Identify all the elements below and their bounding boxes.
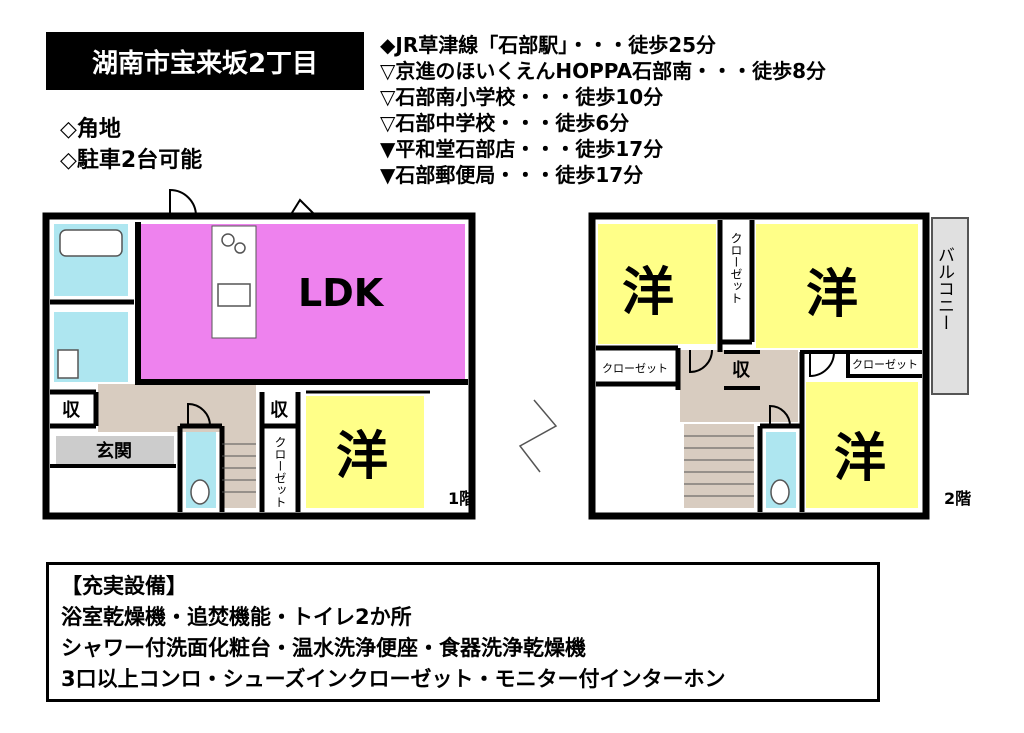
storage-label-2: 収 <box>270 400 289 421</box>
stove-icon <box>221 233 235 247</box>
closet-label-2f-1: クローゼット <box>602 362 668 375</box>
sink-icon <box>217 283 251 307</box>
toilet-icon <box>770 479 790 505</box>
western-room-label: 洋 <box>336 427 388 487</box>
page-title: 湖南市宝来坂2丁目 <box>46 32 364 90</box>
western-room-2f-2-label: 洋 <box>806 265 858 325</box>
access-item: ◆JR草津線「石部駅」・・・徒歩25分 <box>380 33 717 57</box>
access-list: ◆JR草津線「石部駅」・・・徒歩25分 ▽京進のほいくえんHOPPA石部南・・・… <box>380 32 826 188</box>
storage-label-1: 収 <box>62 400 81 421</box>
floor2-plan: 洋 洋 洋 クローゼット クローゼット クローゼット 収 バルコニー 2階 <box>588 212 971 520</box>
access-item: ▽京進のほいくえんHOPPA石部南・・・徒歩8分 <box>380 59 826 83</box>
stairs-1f <box>222 432 256 508</box>
bathtub <box>59 229 123 257</box>
floor1-label: 1階 <box>448 489 475 508</box>
ldk-label: LDK <box>298 271 385 315</box>
stairs-2f <box>684 424 754 508</box>
storage-label-2f: 収 <box>732 360 751 381</box>
ldk-room <box>140 224 465 382</box>
access-item: ▼石部郵便局・・・徒歩17分 <box>380 163 644 187</box>
entrance-label: 玄関 <box>96 440 132 462</box>
western-room-2f-1-label: 洋 <box>622 263 674 323</box>
western-room-2f-3 <box>806 382 918 508</box>
hall-1f <box>98 384 256 432</box>
washbasin-icon <box>57 349 79 379</box>
access-item: ▼平和堂石部店・・・徒歩17分 <box>380 137 664 161</box>
equipment-heading: 【充実設備】 <box>61 574 187 598</box>
western-room <box>306 396 424 508</box>
equipment-box: 【充実設備】 浴室乾燥機・追焚機能・トイレ2か所 シャワー付洗面化粧台・温水洗浄… <box>46 562 880 702</box>
closet-label-1f: クローゼット <box>273 436 287 508</box>
entrance-area <box>56 436 174 464</box>
feature-item: ◇駐車2台可能 <box>60 148 203 173</box>
access-item: ▽石部中学校・・・徒歩6分 <box>380 111 630 135</box>
floor2-walls <box>588 212 930 520</box>
floor1-walls <box>42 212 476 520</box>
western-room-2f-3-label: 洋 <box>834 429 886 489</box>
balcony-label: バルコニー <box>934 246 954 331</box>
equipment-line: シャワー付洗面化粧台・温水洗浄便座・食器洗浄乾燥機 <box>61 636 586 660</box>
floor-plan: LDK 洋 収 収 玄関 クローゼット 1階 洋 洋 洋 <box>42 188 971 520</box>
north-mark-icon <box>518 399 558 473</box>
balcony-area <box>931 217 969 395</box>
floor1-plan: LDK 洋 収 収 玄関 クローゼット 1階 <box>42 188 476 520</box>
access-item: ▽石部南小学校・・・徒歩10分 <box>380 85 664 109</box>
toilet-icon <box>190 479 210 505</box>
feature-list: ◇角地 ◇駐車2台可能 <box>60 114 202 176</box>
western-room-2f-1 <box>598 224 716 344</box>
floor2-label: 2階 <box>944 489 971 508</box>
feature-item: ◇角地 <box>60 117 121 142</box>
equipment-line: 浴室乾燥機・追焚機能・トイレ2か所 <box>61 605 412 629</box>
closet-label-2f-2: クローゼット <box>729 232 743 304</box>
equipment-line: 3口以上コンロ・シューズインクローゼット・モニター付インターホン <box>61 667 726 691</box>
closet-label-2f-3: クローゼット <box>852 358 918 371</box>
western-room-2f-2 <box>756 224 918 348</box>
kitchen-counter <box>211 225 257 339</box>
